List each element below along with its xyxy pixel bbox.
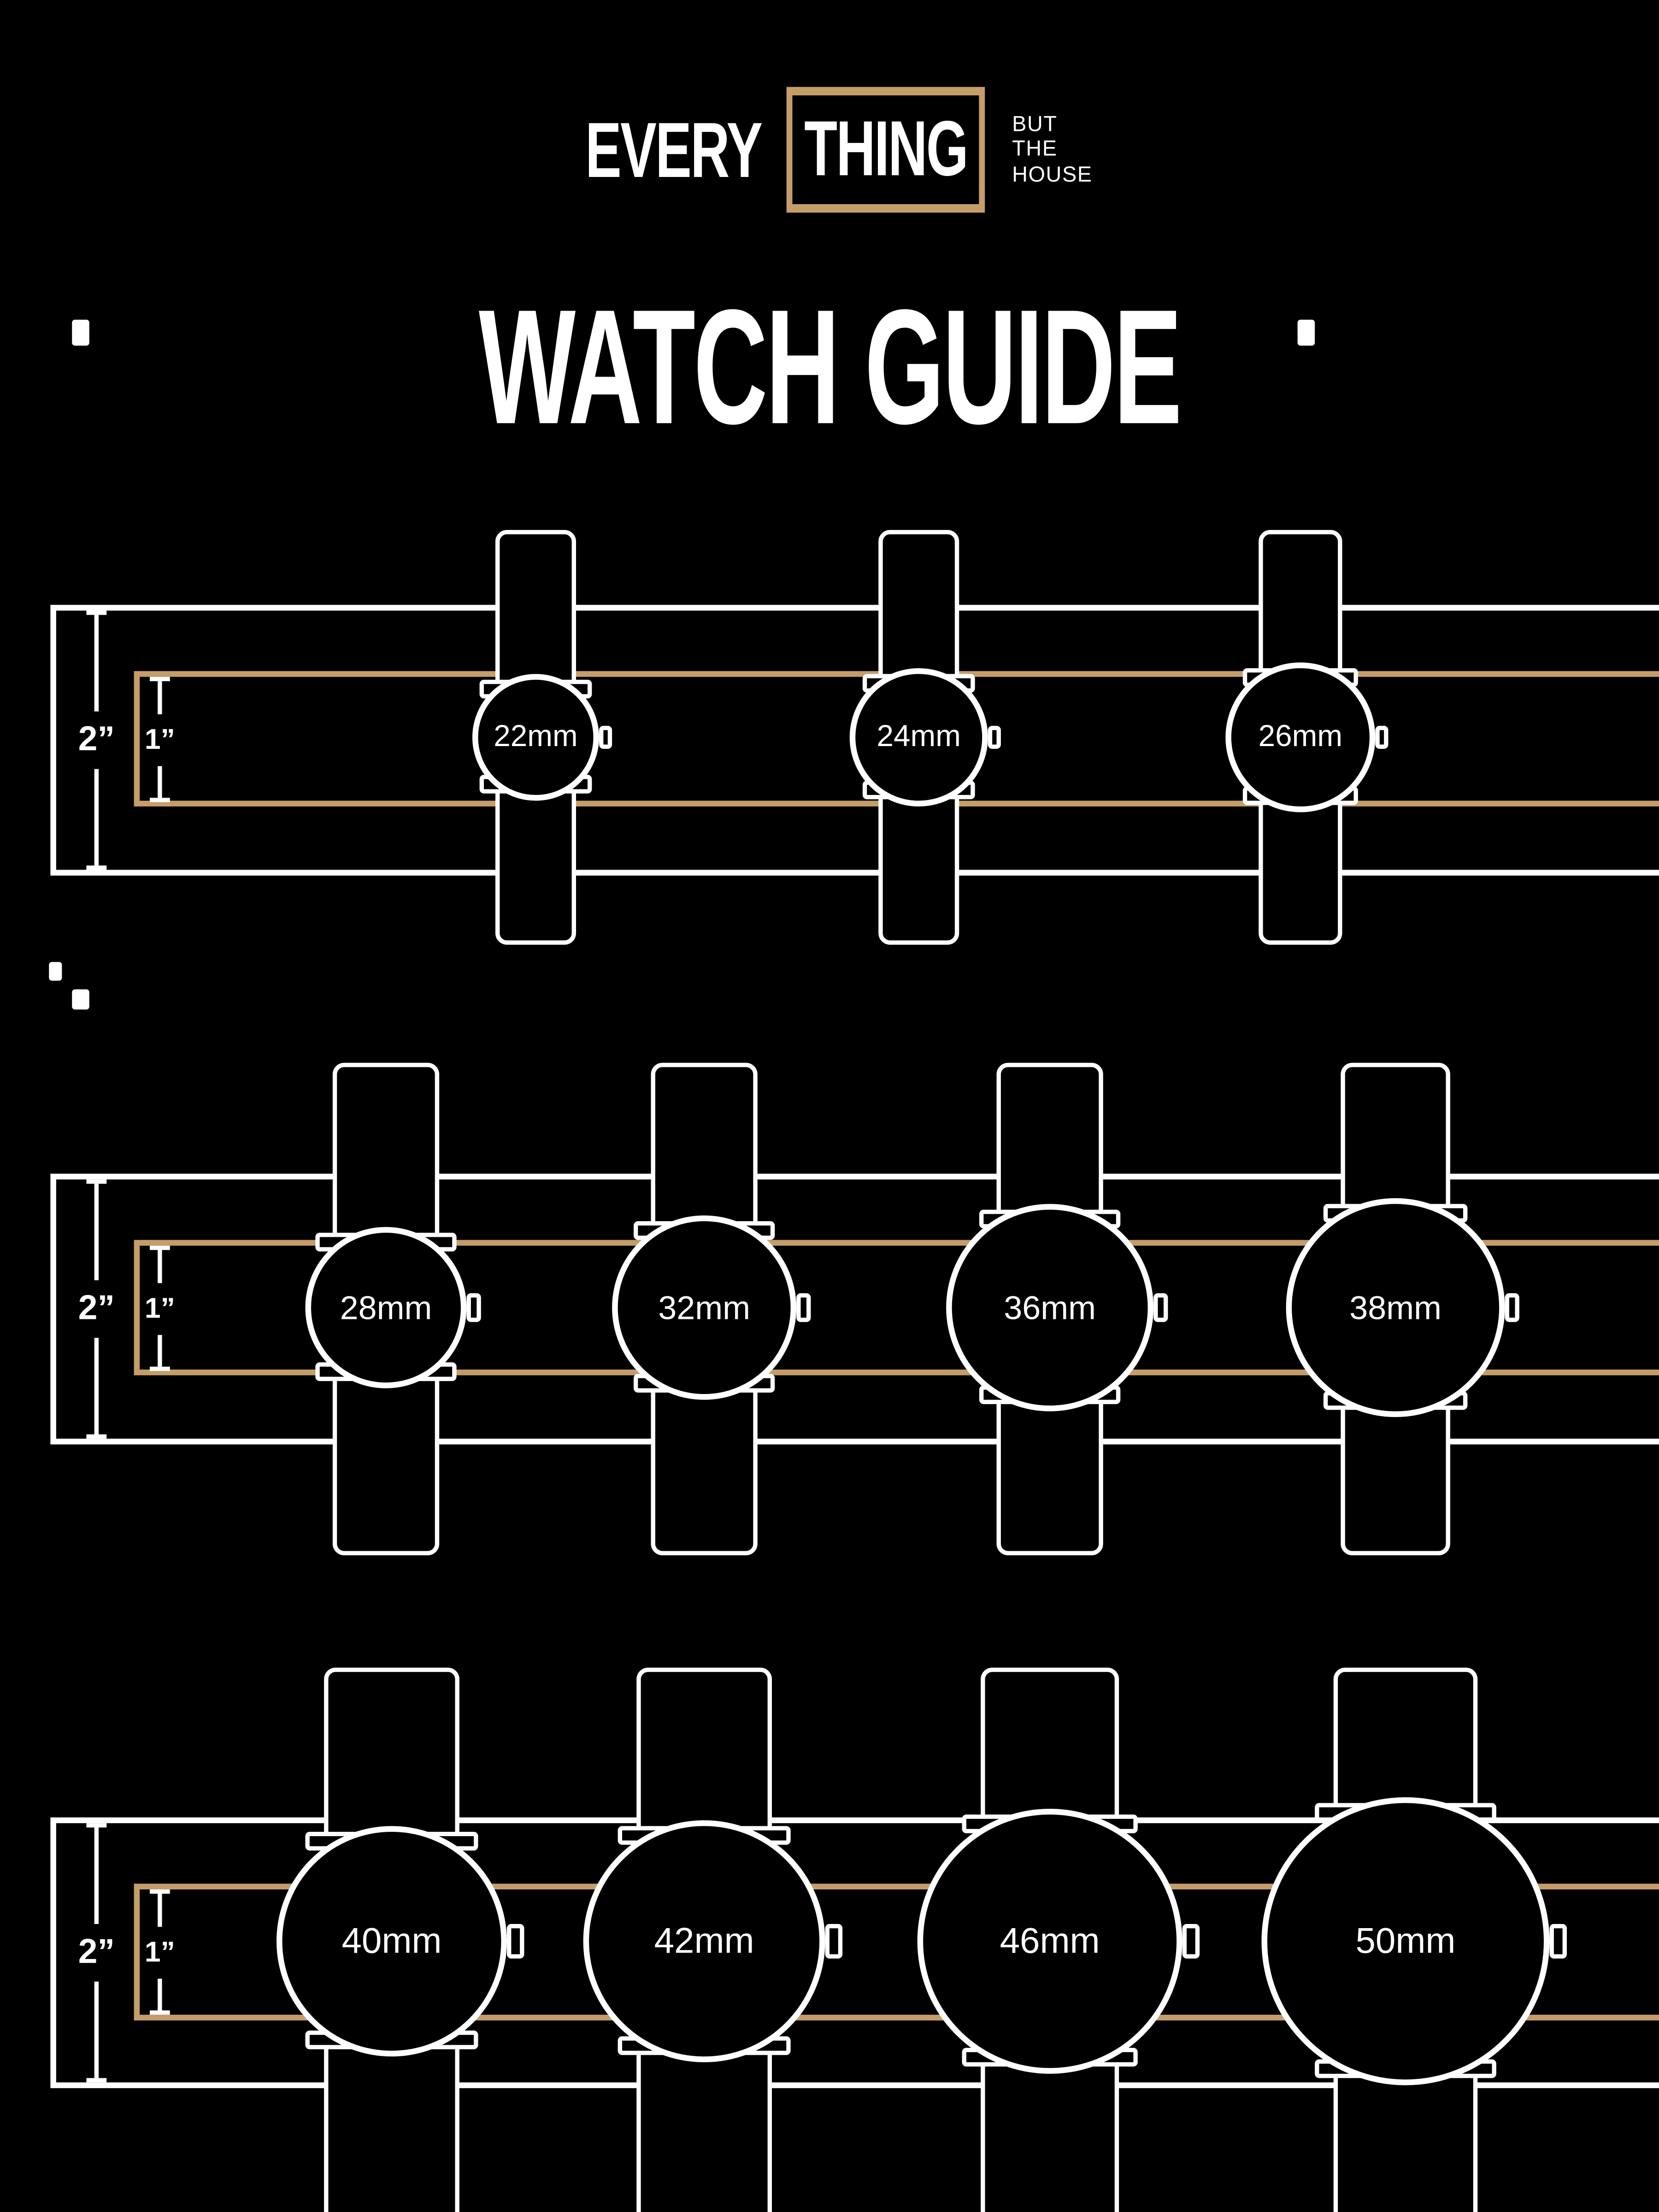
dim-marker-1in-row1: 1” xyxy=(140,677,180,802)
logo-tagline-line-3: HOUSE xyxy=(1012,162,1093,187)
watch-crown xyxy=(599,726,612,749)
watch-case: 40mm xyxy=(276,1826,524,2057)
watch-50mm: 50mm xyxy=(1261,1667,1567,2212)
decor-tick xyxy=(1297,319,1315,346)
dim-marker-1in-row2: 1” xyxy=(140,1246,180,1371)
watch-26mm: 26mm xyxy=(1225,530,1388,945)
watch-size-label: 28mm xyxy=(340,1288,432,1326)
dim-marker-2in-row1: 2” xyxy=(74,611,119,870)
watch-case: 38mm xyxy=(1286,1198,1519,1417)
watch-size-label: 40mm xyxy=(341,1920,442,1961)
dim-label-2in: 2” xyxy=(74,711,119,769)
logo-word-thing-box: THING xyxy=(786,87,985,213)
watch-case: 42mm xyxy=(583,1820,843,2062)
logo-tagline: BUT THE HOUSE xyxy=(1012,112,1093,187)
watch-40mm: 40mm xyxy=(276,1667,524,2212)
watch-case: 24mm xyxy=(849,668,1001,806)
dim-label-2in: 2” xyxy=(74,1280,119,1338)
dim-marker-2in-row3: 2” xyxy=(74,1823,119,2083)
band-2in-row2 xyxy=(50,1173,1659,1445)
watch-case: 28mm xyxy=(305,1227,481,1388)
watch-size-label: 46mm xyxy=(1000,1920,1100,1961)
watch-case: 50mm xyxy=(1261,1797,1567,2085)
watch-36mm: 36mm xyxy=(946,1063,1168,1555)
watch-crown xyxy=(1182,1924,1200,1959)
logo-word-every: EVERY xyxy=(586,106,763,194)
decor-tick xyxy=(49,962,62,981)
dim-label-1in: 1” xyxy=(140,1282,180,1335)
watch-42mm: 42mm xyxy=(583,1667,843,2212)
watch-crown xyxy=(1549,1924,1567,1959)
watch-crown xyxy=(507,1924,524,1959)
logo-word-thing: THING xyxy=(803,104,968,193)
watch-case: 22mm xyxy=(472,674,612,801)
watch-case: 26mm xyxy=(1225,662,1388,812)
watch-crown xyxy=(825,1924,843,1959)
dim-marker-1in-row3: 1” xyxy=(140,1889,180,2015)
logo-tagline-line-2: THE xyxy=(1012,137,1058,162)
dim-label-1in: 1” xyxy=(140,1926,180,1978)
watch-crown xyxy=(1505,1293,1519,1322)
band-1in-row2 xyxy=(134,1240,1659,1376)
dim-marker-2in-row2: 2” xyxy=(74,1179,119,1439)
watch-32mm: 32mm xyxy=(612,1063,811,1555)
logo-tagline-line-1: BUT xyxy=(1012,112,1058,137)
brand-logo: EVERY THING BUT THE HOUSE xyxy=(0,78,1659,222)
watch-crown xyxy=(796,1293,811,1322)
watch-crown xyxy=(988,726,1001,749)
dim-label-1in: 1” xyxy=(140,713,180,765)
watch-crown xyxy=(466,1293,481,1322)
watch-crown xyxy=(1375,726,1388,749)
watch-size-label: 32mm xyxy=(658,1288,750,1326)
watch-size-label: 22mm xyxy=(494,720,578,753)
watch-46mm: 46mm xyxy=(917,1667,1200,2212)
watch-38mm: 38mm xyxy=(1286,1063,1519,1555)
watch-case: 32mm xyxy=(612,1215,811,1400)
watch-28mm: 28mm xyxy=(305,1063,481,1555)
watch-size-label: 36mm xyxy=(1004,1288,1096,1326)
watch-size-label: 26mm xyxy=(1258,720,1343,753)
watch-case: 46mm xyxy=(917,1809,1200,2074)
watch-size-label: 50mm xyxy=(1355,1920,1456,1961)
decor-tick xyxy=(72,989,89,1010)
watch-24mm: 24mm xyxy=(849,530,1001,945)
watch-size-label: 38mm xyxy=(1349,1288,1441,1326)
watch-22mm: 22mm xyxy=(472,530,612,945)
decor-tick xyxy=(72,319,89,346)
dim-label-2in: 2” xyxy=(74,1924,119,1982)
watch-case: 36mm xyxy=(946,1204,1168,1412)
watch-size-label: 42mm xyxy=(654,1920,754,1961)
page-title: WATCH GUIDE xyxy=(478,275,1182,458)
band-2in-row1 xyxy=(50,605,1659,876)
watch-crown xyxy=(1153,1293,1168,1322)
watch-size-label: 24mm xyxy=(877,720,961,753)
